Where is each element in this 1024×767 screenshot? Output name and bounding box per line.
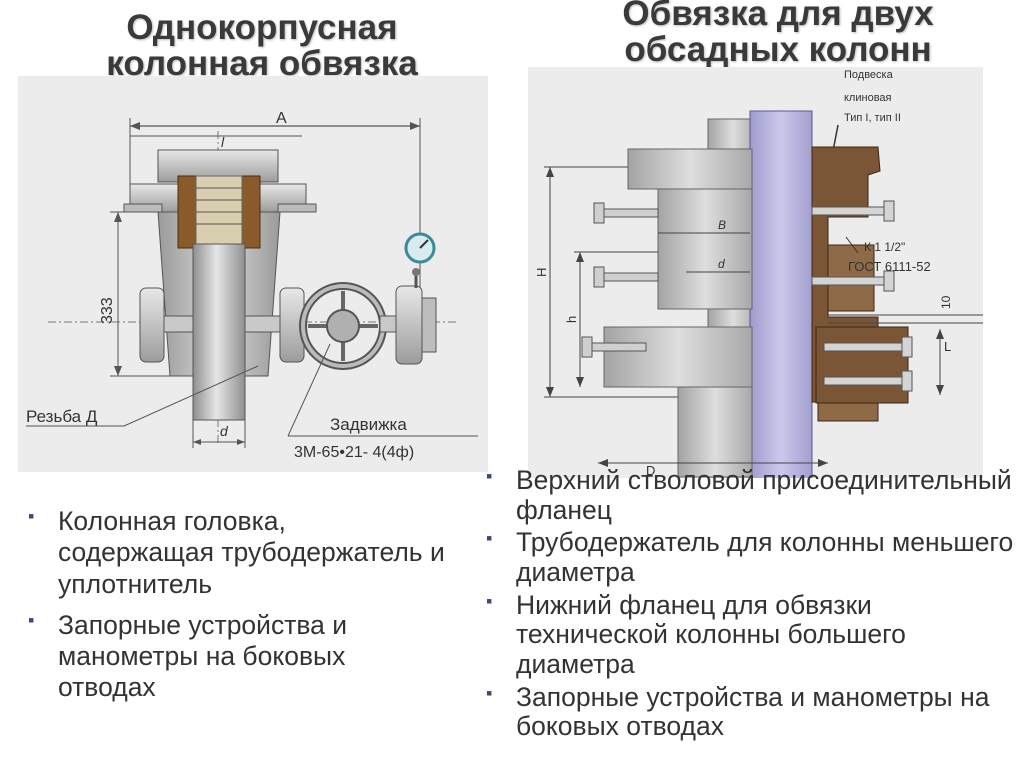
left-title-line-2: колонная обвязка	[106, 44, 418, 84]
dim-b-label: B	[718, 218, 726, 232]
single-casing-head-svg: A l	[26, 110, 478, 461]
single-casing-head-drawing: A l	[18, 76, 488, 472]
list-item: ▪ Трубодержатель для колонны меньшего ди…	[486, 528, 1022, 587]
list-item: ▪ Верхний стволовой присоединительный фл…	[486, 465, 1022, 525]
bullet-square-icon: ▪	[28, 506, 35, 526]
valve-body	[326, 309, 360, 343]
bullet-square-icon: ▪	[486, 590, 493, 611]
thread-label: Резьба Д	[26, 407, 98, 426]
dim-h-lower-label: h	[564, 316, 579, 323]
dim-333-label: 333	[99, 297, 116, 324]
two-casing-head-drawing: Подвеска клиновая Тип I, тип II	[528, 67, 983, 478]
list-item-text: Запорные устройства и манометры на боков…	[58, 609, 348, 703]
inner-pipe	[192, 243, 246, 421]
dim-l-label: L	[944, 339, 951, 354]
seal-right	[241, 175, 261, 249]
bullet-square-icon: ▪	[28, 609, 35, 630]
list-item-text: Нижний фланец для обвязки технической ко…	[516, 589, 906, 680]
lower-hanger-body	[815, 326, 909, 404]
dim-d-label: d	[220, 423, 229, 439]
seal-left	[177, 175, 197, 249]
hanger-label-line-1: Подвеска	[844, 69, 894, 81]
list-item-text: Трубодержатель для колонны меньшего диам…	[516, 527, 1014, 588]
dim-l-label: l	[221, 134, 225, 150]
list-item-text: Колонная головка, содержащая трубодержат…	[58, 506, 445, 599]
bullet-square-icon: ▪	[486, 528, 493, 549]
hanger-label-line-2: клиновая	[844, 92, 892, 104]
inner-casing-column	[749, 110, 813, 478]
bullet-square-icon: ▪	[486, 466, 493, 486]
upper-body	[657, 188, 753, 310]
valve-model-label: 3М-65•21- 4(4ф)	[294, 444, 414, 461]
right-title: Обвязка для двух обсадных колонн	[548, 0, 1008, 68]
left-bullet-list: ▪ Колонная головка, содержащая трубодерж…	[28, 506, 448, 714]
right-bullet-list: ▪ Верхний стволовой присоединительный фл…	[486, 465, 1022, 745]
list-item: ▪ Нижний фланец для обвязки технической …	[486, 589, 1022, 680]
dim-h-upper-label: H	[534, 268, 549, 277]
left-title-line-1: Однокорпусная	[126, 8, 398, 47]
lower-flange	[603, 326, 753, 388]
upper-flange	[627, 148, 753, 190]
list-item: ▪ Запорные устройства и манометры на бок…	[486, 681, 1022, 742]
list-item-text: Запорные устройства и манометры на боков…	[516, 681, 990, 742]
left-title: Однокорпусная колонная обвязка	[62, 8, 462, 84]
valve-label: Задвижка	[330, 415, 407, 434]
left-outlet-flange	[139, 287, 165, 363]
gost-label: ГОСТ 6111-52	[848, 259, 931, 274]
right-title-line-2: обсадных колонн	[624, 30, 932, 70]
bullet-square-icon: ▪	[486, 682, 493, 703]
two-casing-head-svg: Подвеска клиновая Тип I, тип II	[534, 69, 983, 478]
list-item: ▪ Колонная головка, содержащая трубодерж…	[28, 506, 448, 600]
dim-10-label: 10	[939, 295, 953, 309]
right-title-line-1: Обвязка для двух	[622, 0, 934, 33]
dim-a-label: A	[276, 110, 287, 127]
list-item: ▪ Запорные устройства и манометры на бок…	[28, 610, 448, 704]
hanger-label-line-3: Тип I, тип II	[844, 112, 901, 124]
dim-big-d-label: D	[646, 463, 655, 478]
dim-d-label: d	[718, 257, 725, 271]
list-item-text: Верхний стволовой присоединительный флан…	[516, 465, 1012, 525]
thread-size-label: К 1 1/2"	[864, 240, 905, 254]
